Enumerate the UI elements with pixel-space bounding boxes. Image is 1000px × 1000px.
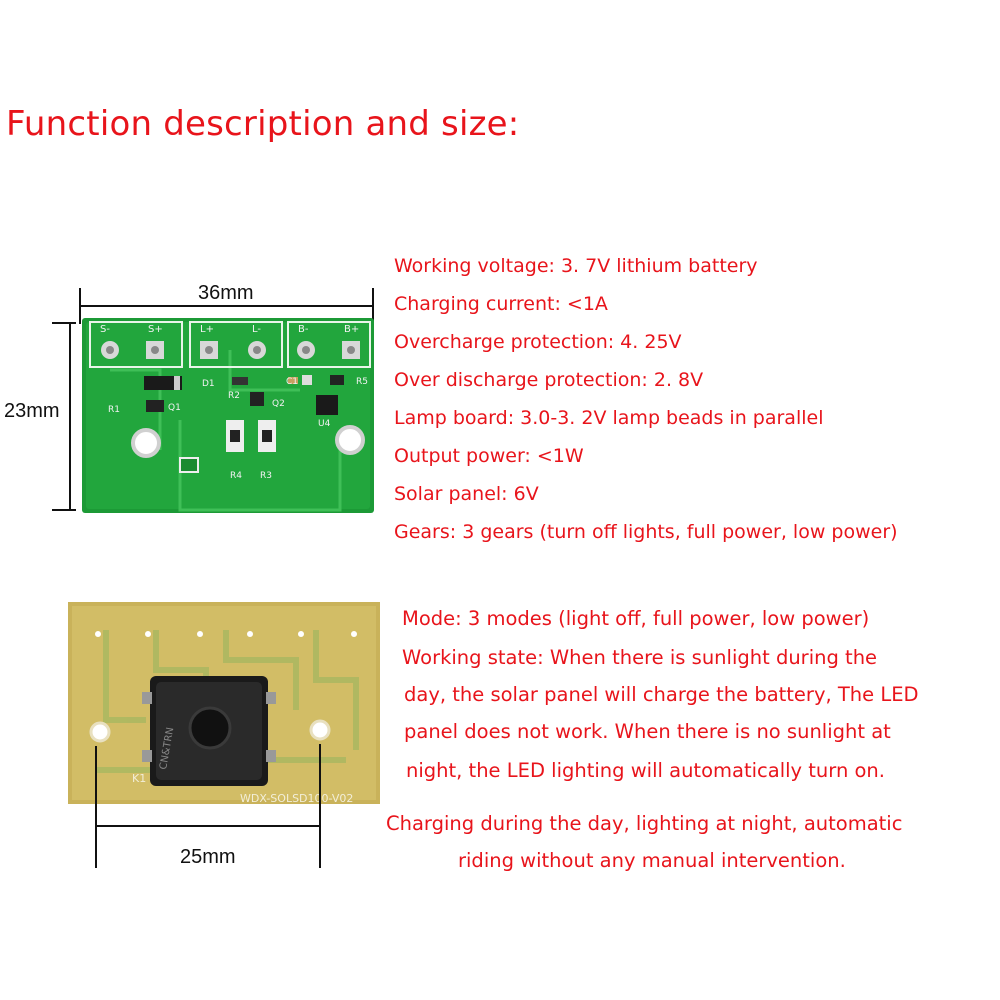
board-silkscreen: WDX-SOLSD100-V02 xyxy=(240,792,353,805)
controller-board-figure: S- S+ L+ L- B- B+ D1 R1 Q1 R2 Q2 C1 R5 U… xyxy=(52,288,374,513)
spec-charging-current: Charging current: <1A xyxy=(394,293,608,315)
switch-label: K1 xyxy=(132,772,146,785)
component-label: R1 xyxy=(108,405,120,415)
summary-line: riding without any manual intervention. xyxy=(458,849,846,872)
working-state-line: Working state: When there is sunlight du… xyxy=(402,646,878,669)
pad-label: B- xyxy=(298,324,309,335)
spec-gears: Gears: 3 gears (turn off lights, full po… xyxy=(394,521,898,543)
working-state-line: day, the solar panel will charge the bat… xyxy=(404,683,919,706)
component-label: R2 xyxy=(228,391,240,401)
summary-line: Charging during the day, lighting at nig… xyxy=(386,812,903,835)
component-label: R4 xyxy=(230,471,242,481)
mode-line: Mode: 3 modes (light off, full power, lo… xyxy=(402,607,870,630)
component-label: C1 xyxy=(286,377,298,387)
diode-d1 xyxy=(144,376,182,390)
component-label: U4 xyxy=(318,419,331,429)
spec-over-discharge: Over discharge protection: 2. 8V xyxy=(394,369,704,391)
spec-working-voltage: Working voltage: 3. 7V lithium battery xyxy=(394,255,758,277)
working-state-line: panel does not work. When there is no su… xyxy=(404,720,891,743)
spec-lamp-board: Lamp board: 3.0-3. 2V lamp beads in para… xyxy=(394,407,824,429)
board-height-label: 23mm xyxy=(4,400,60,422)
mounting-hole xyxy=(89,721,111,743)
spec-overcharge: Overcharge protection: 4. 25V xyxy=(394,331,682,353)
component-label: Q1 xyxy=(168,403,181,413)
component-label: D1 xyxy=(202,379,215,389)
component-label: R3 xyxy=(260,471,272,481)
board-width-label: 36mm xyxy=(198,282,254,304)
pad-label: S+ xyxy=(148,324,163,335)
mounting-hole xyxy=(309,719,331,741)
mounting-hole xyxy=(131,428,161,458)
pad-label: S- xyxy=(100,324,110,335)
mounting-hole xyxy=(335,425,365,455)
working-state-line: night, the LED lighting will automatical… xyxy=(406,759,885,782)
component-label: Q2 xyxy=(272,399,285,409)
page-title: Function description and size: xyxy=(6,104,520,144)
pad-label: B+ xyxy=(344,324,359,335)
component-label: R5 xyxy=(356,377,368,387)
switch-board-width-label: 25mm xyxy=(180,846,236,868)
switch-board-figure: CN&TRN K1 WDX-SOLSD100-V02 xyxy=(68,602,380,868)
spec-solar-panel: Solar panel: 6V xyxy=(394,483,539,505)
spec-output-power: Output power: <1W xyxy=(394,445,584,467)
chip-u4 xyxy=(316,395,338,415)
pad-label: L+ xyxy=(200,324,214,335)
switch-button xyxy=(188,706,232,750)
pad-label: L- xyxy=(252,324,261,335)
